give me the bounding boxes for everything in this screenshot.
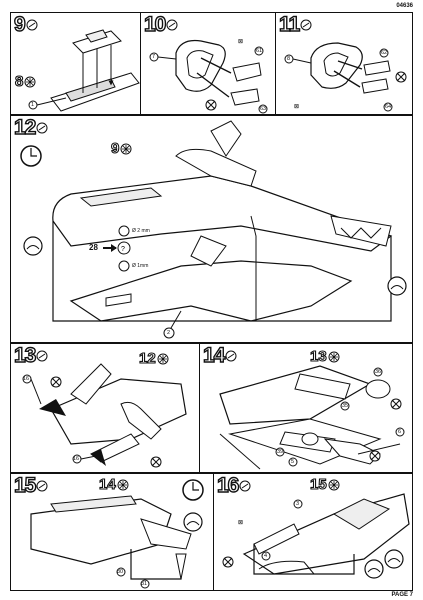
page-footer: PAGE 7 xyxy=(391,592,413,598)
drill-size-1mm: Ø 1mm xyxy=(132,263,149,269)
callout-30: 30 xyxy=(117,569,124,575)
step-13-drawing xyxy=(22,363,187,468)
callout-2: 2 xyxy=(167,330,171,336)
step-number: 15 xyxy=(13,474,37,497)
paint-badge: 9 xyxy=(110,139,132,158)
svg-text:⊠: ⊠ xyxy=(238,520,243,526)
callout-6: 6 xyxy=(398,429,402,435)
step-12-panel: 12 9 ? 2 xyxy=(10,115,413,343)
callout-16-top: 16 xyxy=(23,376,30,382)
paint-star-icon xyxy=(157,353,169,364)
step-number: 13 xyxy=(13,344,37,367)
glue-icon xyxy=(36,350,48,361)
step-15-panel: 15 14 30 31 xyxy=(10,473,214,591)
step-11-panel: 11 ⊠ 8 62 64 xyxy=(275,12,413,115)
svg-text:⊠: ⊠ xyxy=(238,39,243,45)
step-number: 14 xyxy=(202,344,226,367)
paint-star-icon xyxy=(328,479,340,490)
step-15-drawing xyxy=(30,479,204,589)
step-12-drawing: ? xyxy=(20,120,407,339)
glue-icon xyxy=(26,19,38,30)
callout-64: 64 xyxy=(385,104,392,110)
glue-icon xyxy=(225,350,237,361)
paint-badge: 8 xyxy=(14,72,36,91)
callout-1: 1 xyxy=(31,102,35,108)
svg-text:?: ? xyxy=(121,246,125,253)
callout-8: 8 xyxy=(287,56,291,62)
step-number: 12 xyxy=(13,116,37,139)
paint-star-icon xyxy=(24,76,36,87)
paint-star-icon xyxy=(328,351,340,362)
callout-7: 7 xyxy=(152,54,156,60)
callout-36: 36 xyxy=(375,369,382,375)
step-10-drawing: ⊠ xyxy=(149,39,268,114)
page-code: 04636 xyxy=(396,3,413,9)
paint-badge: 12 xyxy=(138,349,169,368)
step-14-panel: 14 13 36 35 6 39 5 xyxy=(199,343,413,473)
svg-text:⊠: ⊠ xyxy=(294,104,299,110)
step-number: 10 xyxy=(143,13,167,36)
step-13-panel: 13 12 16 16 xyxy=(10,343,200,473)
step-14-drawing xyxy=(219,365,405,470)
step-number: 11 xyxy=(278,13,301,36)
step-9-drawing xyxy=(28,29,140,112)
step-10-panel: 10 ⊠ 7 61 63 xyxy=(140,12,276,115)
paint-star-icon xyxy=(117,479,129,490)
subassembly-ref: 28 xyxy=(89,243,98,252)
callout-31: 31 xyxy=(141,581,148,587)
paint-badge: 13 xyxy=(309,347,340,366)
glue-icon xyxy=(36,122,48,133)
paint-badge: 14 xyxy=(98,475,129,494)
glue-icon xyxy=(36,480,48,491)
callout-62: 62 xyxy=(381,50,388,56)
callout-5: 5 xyxy=(291,459,295,465)
glue-icon xyxy=(300,19,312,30)
callout-61: 61 xyxy=(256,48,263,54)
callout-39: 39 xyxy=(277,449,284,455)
callout-16-bottom: 16 xyxy=(73,456,80,462)
step-9-panel: 9 8 1 xyxy=(10,12,141,115)
glue-icon xyxy=(239,480,251,491)
glue-icon xyxy=(166,19,178,30)
step-number: 9 xyxy=(13,13,26,36)
step-16-drawing: ⊠ xyxy=(222,493,410,579)
callout-4: 4 xyxy=(264,553,268,559)
paint-badge: 15 xyxy=(309,475,340,494)
callout-3: 3 xyxy=(296,501,300,507)
step-11-drawing: ⊠ xyxy=(284,42,407,112)
callout-35: 35 xyxy=(342,403,349,409)
paint-star-icon xyxy=(120,143,132,154)
callout-63: 63 xyxy=(260,106,267,112)
step-16-panel: 16 15 ⊠ 3 4 xyxy=(213,473,413,591)
step-number: 16 xyxy=(216,474,240,497)
drill-size-2mm: Ø 2 mm xyxy=(132,228,150,234)
